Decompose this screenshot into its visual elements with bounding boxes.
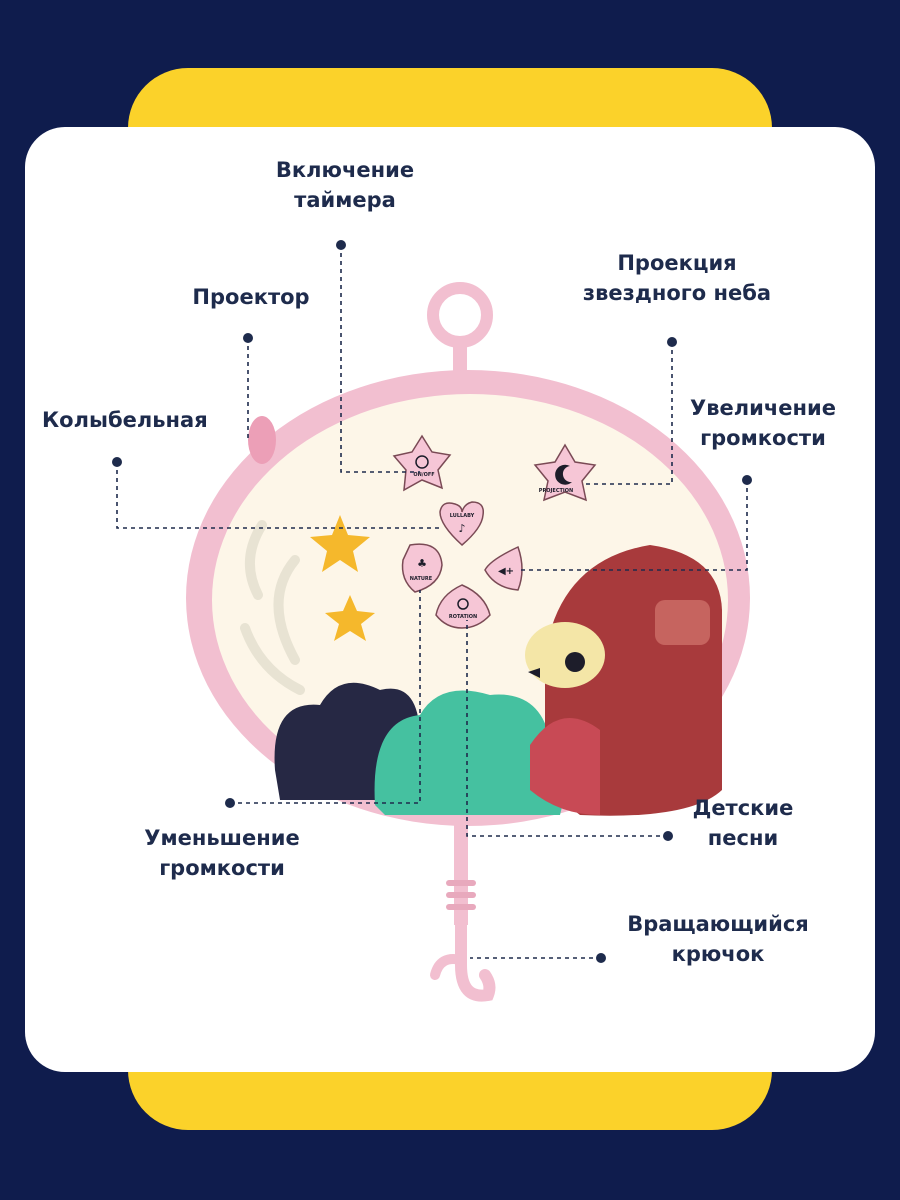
callout-star-projection [585, 342, 673, 485]
label-kids-songs: Детские песни [693, 793, 794, 853]
rotation-button-label: ROTATION [449, 614, 477, 620]
label-volume-down: Уменьшение громкости [144, 823, 299, 883]
label-projector: Проектор [192, 282, 309, 312]
label-timer: Включение таймера [276, 155, 414, 215]
projection-button[interactable]: PROJECTION [533, 443, 597, 502]
callout-volume-down [230, 590, 421, 804]
label-line: Проектор [192, 285, 310, 309]
top-loop [427, 282, 493, 378]
svg-text:♪: ♪ [458, 522, 465, 535]
rotation-button[interactable]: ROTATION [435, 584, 491, 629]
sound-grille [240, 520, 305, 695]
svg-text:◀+: ◀+ [498, 566, 514, 577]
nature-button[interactable]: ♣ NATURE [401, 543, 443, 593]
owl-character [525, 545, 722, 816]
rotating-hook [430, 815, 496, 1002]
label-line: Уменьшение [144, 826, 300, 850]
green-bush [374, 690, 564, 815]
label-line: громкости [159, 856, 285, 880]
label-line: крючок [671, 942, 765, 966]
label-line: песни [707, 826, 779, 850]
onoff-button[interactable]: ON/OFF [392, 434, 452, 492]
callout-lullaby [116, 462, 440, 529]
label-line: Увеличение [690, 396, 836, 420]
control-buttons: ON/OFF PROJECTION LULLABY ♪ ♣ NATURE ◀+ … [392, 434, 597, 629]
label-line: Вращающийся [627, 912, 809, 936]
callout-timer [340, 245, 420, 473]
callout-lines [116, 245, 748, 959]
label-line: звездного неба [582, 281, 772, 305]
label-line: Включение [275, 158, 415, 182]
label-line: таймера [294, 188, 396, 212]
label-rotating-hook: Вращающийся крючок [627, 909, 809, 969]
label-line: громкости [700, 426, 826, 450]
label-line: Проекция [617, 251, 737, 275]
projection-button-label: PROJECTION [539, 488, 573, 494]
callout-volume-up [520, 480, 748, 571]
lullaby-button-label: LULLABY [450, 513, 475, 519]
label-star-projection: Проекция звездного неба [583, 248, 771, 308]
lullaby-button[interactable]: LULLABY ♪ [439, 501, 485, 546]
onoff-button-label: ON/OFF [413, 472, 434, 478]
label-volume-up: Увеличение громкости [690, 393, 836, 453]
nature-button-label: NATURE [410, 576, 433, 582]
svg-text:♣: ♣ [417, 557, 427, 570]
label-line: Детские [692, 796, 794, 820]
label-lullaby: Колыбельная [42, 405, 208, 435]
label-line: Колыбельная [42, 408, 208, 432]
callout-kids-songs [466, 620, 668, 837]
callout-dots [112, 240, 752, 963]
star-decorations [310, 515, 375, 641]
